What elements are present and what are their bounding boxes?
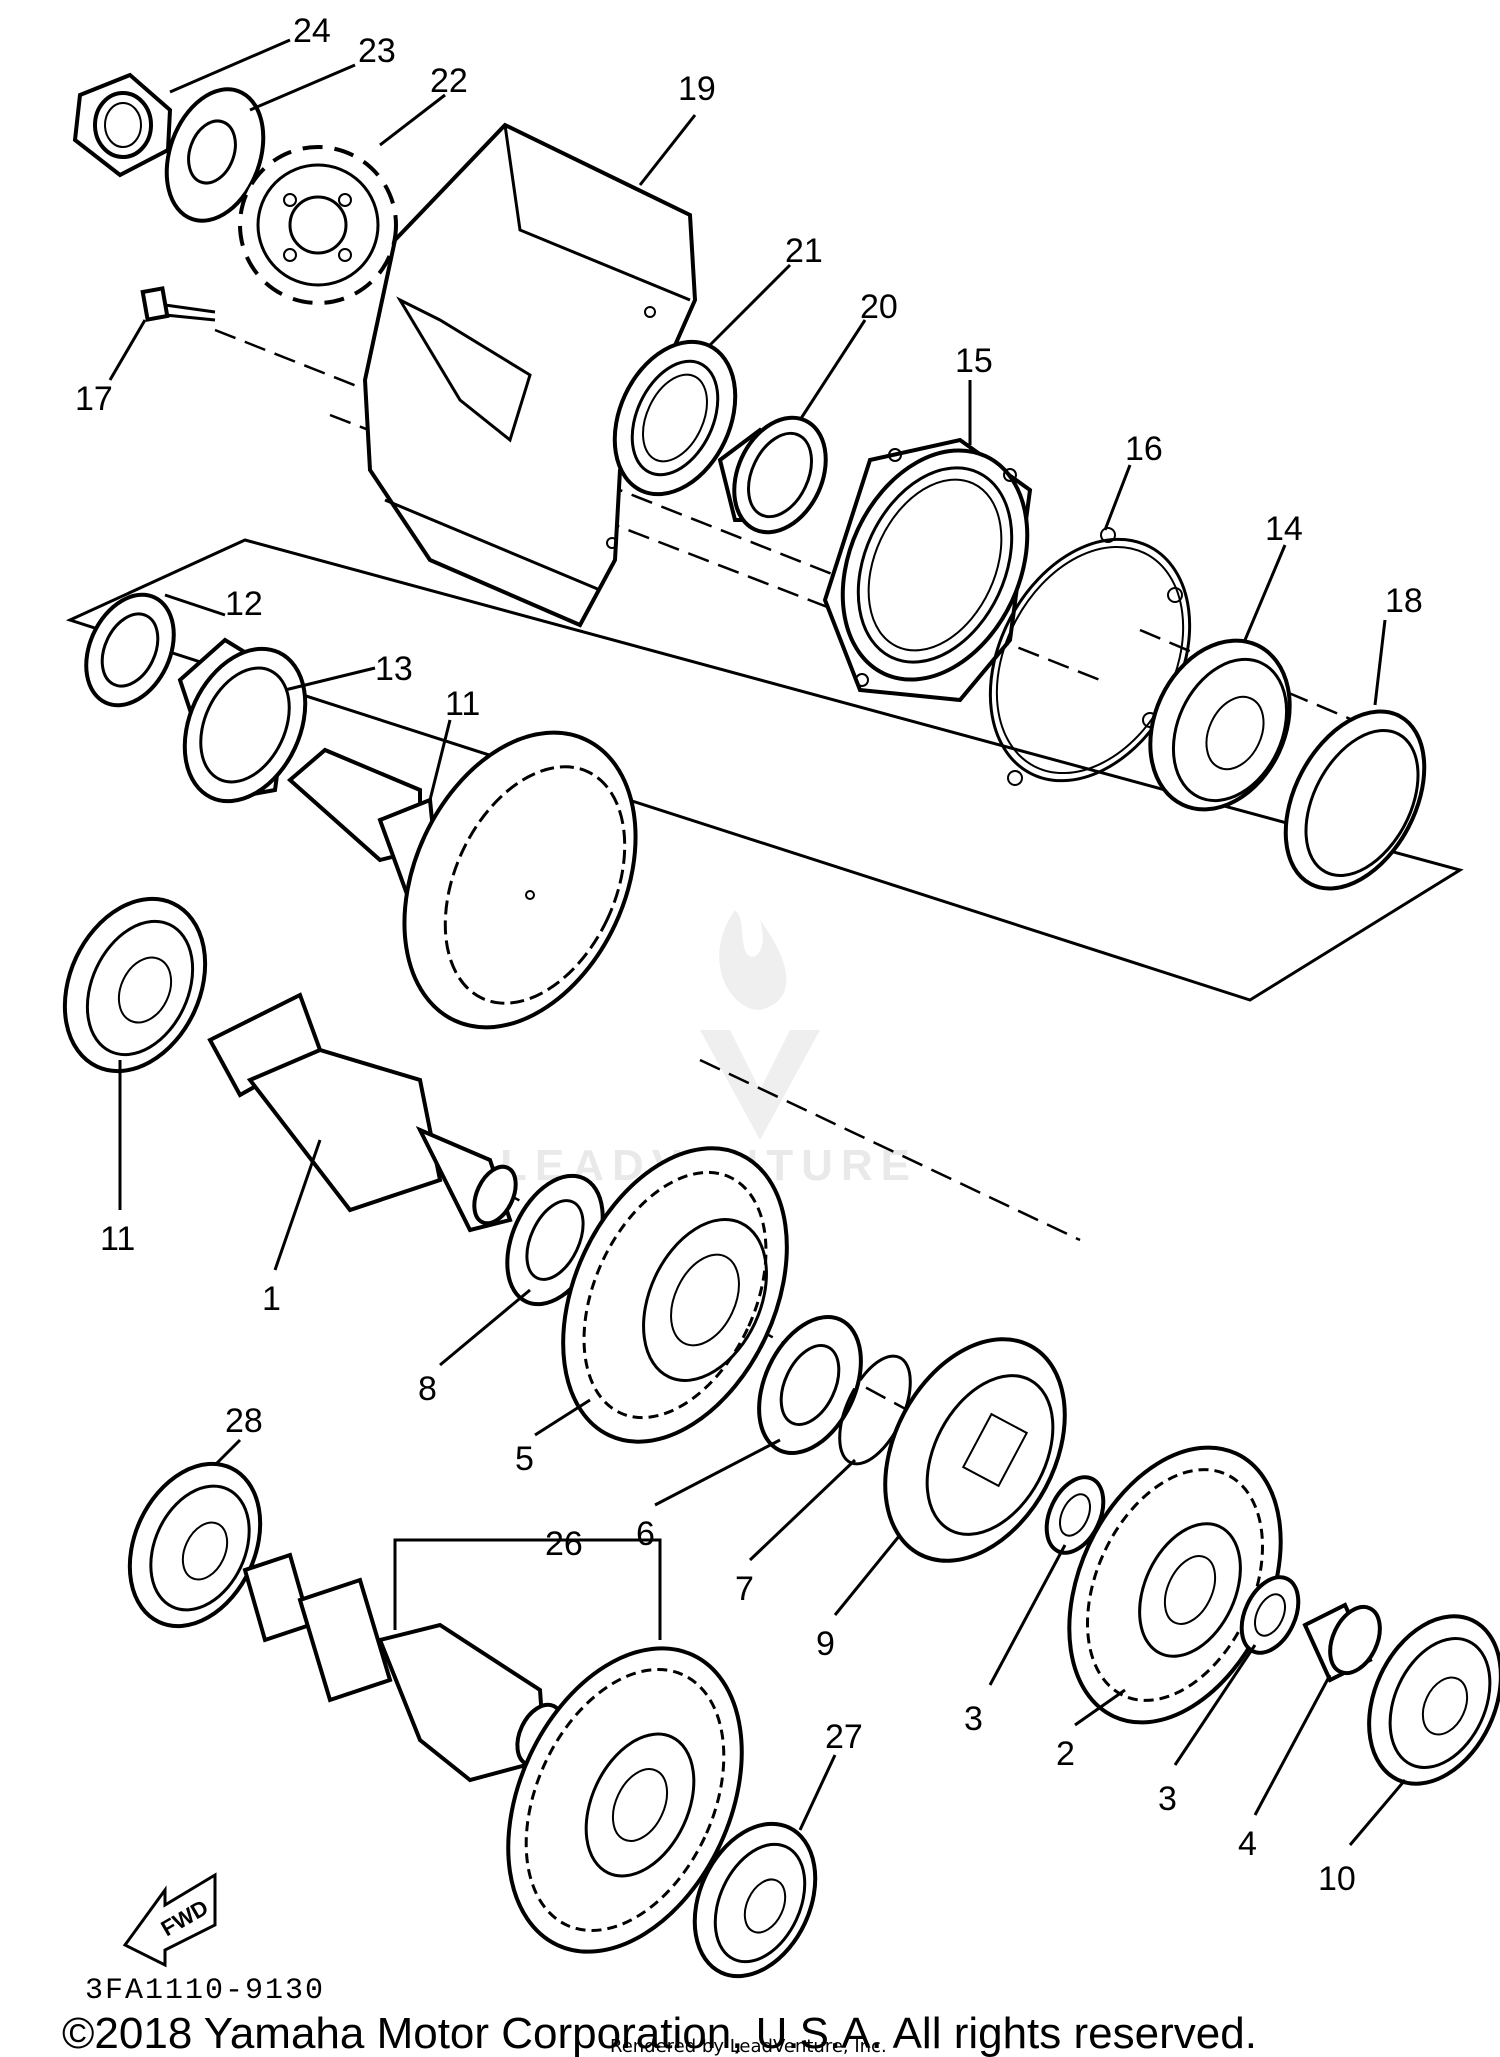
- callout-25: 24: [293, 12, 331, 50]
- bearing-icon-15: [1148, 638, 1292, 812]
- gear-icon-5: [561, 1146, 789, 1444]
- gear-icon-26: [506, 1646, 744, 1954]
- bearing-icon-27: [692, 1821, 818, 1979]
- collar-icon: [717, 415, 828, 535]
- callout-20: 19: [678, 70, 716, 108]
- callout-3-lower: 3: [1158, 1780, 1177, 1818]
- callout-11: 11: [100, 1220, 135, 1258]
- callout-6: 6: [636, 1515, 655, 1553]
- retainer-plate-icon: [1283, 709, 1427, 891]
- collar-icon-4: [1302, 1602, 1382, 1683]
- sprocket-icon: [238, 145, 398, 305]
- needle-bearing-icon: [177, 637, 308, 804]
- callout-21: 20: [860, 288, 898, 326]
- rendered-by-credit: Rendered by LeadVenture, Inc.: [610, 2036, 887, 2057]
- callout-26: 26: [545, 1525, 583, 1563]
- callout-17: 16: [1125, 430, 1163, 468]
- callout-24: 23: [358, 32, 396, 70]
- nut-icon: [72, 72, 173, 178]
- callout-10: 10: [1318, 1860, 1356, 1898]
- callout-28: 28: [225, 1402, 263, 1440]
- callout-4: 4: [1238, 1825, 1257, 1863]
- diagram-code: 3FA1110-9130: [85, 1974, 325, 2008]
- dog-clutch-icon: [883, 1337, 1067, 1563]
- callout-15: 14: [1265, 510, 1303, 548]
- callout-13: 12: [225, 585, 263, 623]
- bearing-icon-11: [62, 896, 208, 1074]
- callout-23: 22: [430, 62, 468, 100]
- washer-icon-13: [84, 592, 176, 708]
- drive-shaft-icon: [286, 730, 638, 1030]
- callout-labels: 24 23 22 19 21 20 15 16 14 18 17 12 13 1…: [75, 12, 1423, 1898]
- callout-12: 11: [445, 685, 480, 723]
- leader-lines: [108, 38, 1407, 1846]
- callout-3-upper: 3: [964, 1700, 983, 1738]
- bolt-icon: [140, 286, 216, 322]
- callout-22: 21: [785, 232, 823, 270]
- callout-7: 7: [735, 1570, 754, 1608]
- callout-27: 27: [825, 1718, 863, 1756]
- washer-icon-6: [757, 1315, 863, 1455]
- sprocket-cover-icon: [362, 122, 698, 628]
- bearing-housing-icon: [822, 437, 1033, 703]
- callout-8: 8: [418, 1370, 437, 1408]
- washer-icon-3b: [1239, 1575, 1301, 1655]
- copyright-notice: ©2018 Yamaha Motor Corporation, U.S.A. A…: [62, 2009, 1257, 2057]
- callout-2: 2: [1056, 1735, 1075, 1773]
- callout-19: 18: [1385, 582, 1423, 620]
- callout-14: 13: [375, 650, 413, 688]
- callout-5: 5: [515, 1440, 534, 1478]
- bearing-icon-10: [1367, 1614, 1500, 1786]
- callout-18: 17: [75, 380, 113, 418]
- drive-shaft-group-outline: [65, 538, 1464, 1002]
- callout-16: 15: [955, 342, 993, 380]
- fwd-arrow-icon: FWD: [122, 1872, 217, 1968]
- oil-seal-icon: [612, 339, 738, 497]
- callout-9: 9: [816, 1625, 835, 1663]
- lock-washer-icon: [164, 87, 266, 223]
- main-shaft-icon: [207, 992, 518, 1233]
- callout-1: 1: [262, 1280, 281, 1318]
